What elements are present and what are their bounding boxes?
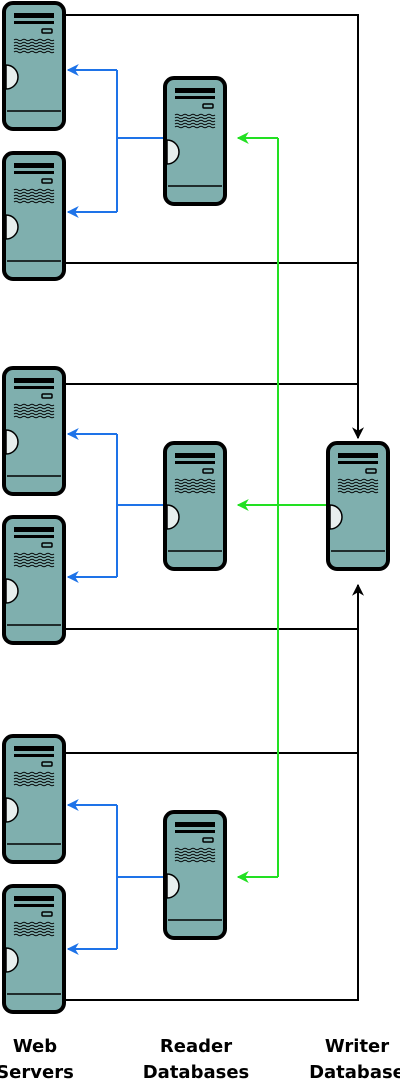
read-connections xyxy=(66,64,166,955)
web-server-6 xyxy=(2,884,66,1014)
reader-database-3 xyxy=(163,810,227,940)
web-server-1 xyxy=(2,1,66,131)
writer-database-label-line1: Writer xyxy=(324,1036,390,1057)
write-connections xyxy=(64,14,364,1001)
reader-databases-label-line2: Databases xyxy=(142,1062,250,1083)
reader-databases-label: Reader Databases xyxy=(141,1034,251,1086)
web-server-5 xyxy=(2,734,66,864)
web-server-2 xyxy=(2,151,66,281)
reader-database-2 xyxy=(163,441,227,571)
web-servers-label-line2: Servers xyxy=(0,1062,74,1083)
server-tower-icon xyxy=(2,151,66,281)
writer-database xyxy=(326,441,390,571)
server-tower-icon xyxy=(2,515,66,645)
server-tower-icon xyxy=(2,734,66,864)
web-servers-label: Web Servers xyxy=(0,1034,90,1086)
writer-database-label-line2: Database xyxy=(309,1062,400,1083)
replication-connections xyxy=(236,132,328,883)
server-tower-icon xyxy=(163,441,227,571)
server-tower-icon xyxy=(2,884,66,1014)
server-tower-icon xyxy=(2,1,66,131)
server-tower-icon xyxy=(163,810,227,940)
writer-database-label: Writer Database xyxy=(302,1034,400,1086)
reader-database-1 xyxy=(163,76,227,206)
server-tower-icon xyxy=(2,366,66,496)
web-server-3 xyxy=(2,366,66,496)
server-tower-icon xyxy=(326,441,390,571)
server-tower-icon xyxy=(163,76,227,206)
reader-databases-label-line1: Reader xyxy=(159,1036,233,1057)
web-server-4 xyxy=(2,515,66,645)
web-servers-label-line1: Web xyxy=(12,1036,58,1057)
